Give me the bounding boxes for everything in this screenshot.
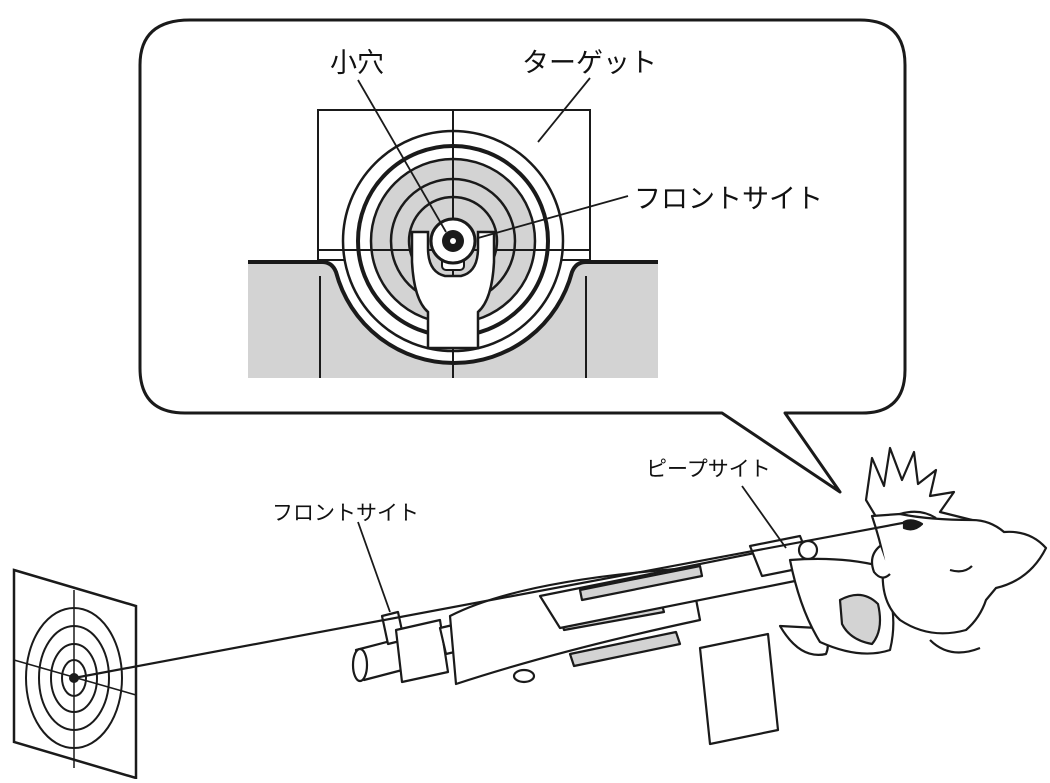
inset-sight-view: 小穴 ターゲット フロントサイト: [248, 48, 823, 378]
label-front-sight-inset: フロントサイト: [634, 184, 823, 215]
line-of-sight: [73, 520, 909, 680]
paper-target: [12, 568, 138, 780]
leader-front-sight-rifle: [357, 521, 391, 613]
shooter-ear: [870, 545, 891, 579]
front-sight-post: [410, 230, 496, 350]
shooter-collar: [929, 639, 981, 654]
receiver-shading: [248, 262, 658, 378]
leader-target: [537, 77, 591, 143]
label-front-sight-rifle: フロントサイト: [272, 501, 419, 525]
leader-front-sight-inset: [477, 195, 629, 239]
shooter-brow: [899, 510, 937, 519]
rifle-grip-checkering: [838, 593, 882, 646]
shooter-mouth: [949, 565, 973, 573]
shooter-eye: [902, 519, 924, 531]
label-small-hole: 小穴: [330, 48, 384, 79]
rifle-sling-swivel: [512, 668, 536, 684]
label-target: ターゲット: [522, 48, 657, 79]
rifle-magazine: [698, 632, 780, 746]
rifle-handguard-slot-2: [568, 630, 682, 668]
rifle-top-rail: [578, 564, 704, 602]
leader-small-hole: [357, 79, 447, 233]
rifle-muzzle-end: [351, 647, 369, 683]
shooter-head: [870, 512, 1048, 635]
shooter-face: [864, 446, 1048, 654]
aperture-center: [450, 238, 456, 244]
rifle-gas-block: [394, 618, 450, 684]
label-peep-sight: ピープサイト: [646, 457, 771, 481]
rifle: [351, 534, 895, 746]
leader-peep-sight: [741, 485, 787, 549]
rifle-peep-knob: [797, 539, 819, 561]
